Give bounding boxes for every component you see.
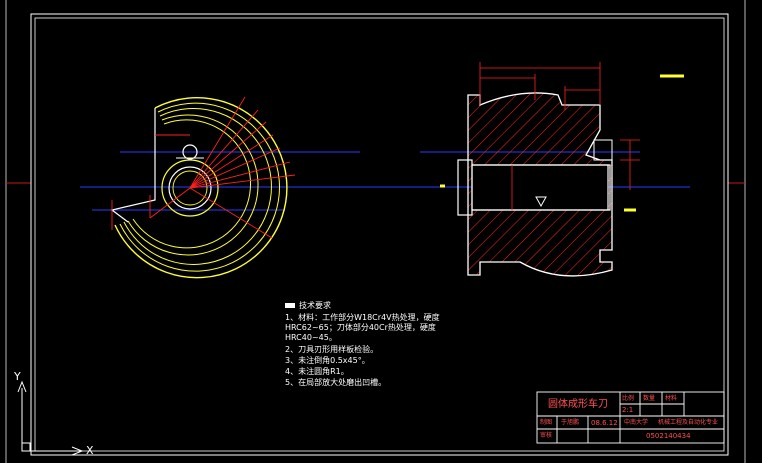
quantity-label: 数量 — [643, 395, 656, 402]
notes-line: 2、刀具刃形用样板检验。 — [285, 345, 379, 354]
notes-heading: 技术要求 — [285, 301, 331, 311]
drawn-name: 于旭鹏 — [561, 419, 580, 426]
notes-line: 1、材料：工作部分W18Cr4V热处理，硬度 — [285, 313, 440, 322]
material-label: 材料 — [665, 395, 678, 402]
scale-label: 比例 — [622, 395, 635, 402]
drawn-label: 制图 — [540, 419, 553, 426]
drawn-date: 08.6.12 — [591, 419, 618, 427]
notes-line: HRC62~65；刀体部分40Cr热处理，硬度 — [285, 323, 436, 332]
ucs-x-label: X — [86, 444, 94, 457]
school-name: 中南大学 — [624, 419, 649, 426]
drawing-frame — [5, 0, 746, 463]
ucs-axis-icon — [17, 380, 84, 456]
notes-line: 5、在局部放大处磨出凹槽。 — [285, 378, 387, 387]
scale-value: 2:1 — [622, 406, 634, 414]
title-block-lines — [536, 391, 725, 444]
tool-section-view — [440, 62, 684, 277]
checked-label: 审核 — [540, 432, 553, 439]
part-name: 圆体成形车刀 — [548, 399, 608, 410]
notes-line: 4、未注圆角R1。 — [285, 367, 349, 376]
notes-line: HRC40~45。 — [285, 333, 337, 342]
ucs-y-label: Y — [14, 370, 21, 383]
notes-line: 3、未注倒角0.5x45°。 — [285, 356, 370, 365]
class-name: 机械工程及自动化专业 — [658, 419, 719, 426]
tool-front-view — [110, 96, 296, 279]
student-id: 0502140434 — [646, 432, 691, 440]
